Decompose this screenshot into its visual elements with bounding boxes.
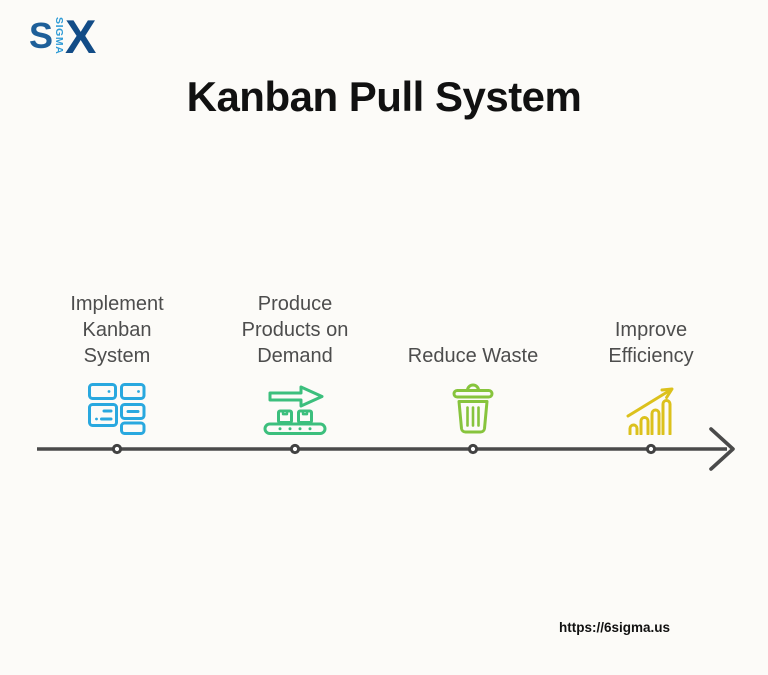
logo-sigma-vertical-text: SIGMA (53, 17, 66, 55)
timeline-step: Improve Efficiency (562, 285, 740, 435)
timeline-node (467, 443, 479, 455)
logo-letter-x: X (65, 9, 96, 63)
timeline-step: Implement Kanban System (28, 285, 206, 435)
timeline-node (111, 443, 123, 455)
timeline-step: Reduce Waste (384, 285, 562, 435)
timeline-axis (37, 427, 735, 471)
six-sigma-logo: S SIGMA X (29, 10, 96, 63)
step-label: Implement Kanban System (70, 293, 164, 367)
step-label: Improve Efficiency (608, 319, 694, 367)
step-label: Reduce Waste (407, 345, 539, 367)
conveyor-belt-icon (263, 377, 327, 435)
trash-can-icon (450, 377, 496, 435)
timeline-node (645, 443, 657, 455)
step-label: Produce Products on Demand (241, 293, 349, 367)
timeline-steps: Implement Kanban System Produce Products… (28, 285, 740, 435)
logo-letter-s: S (29, 15, 53, 56)
arrow-right-icon (709, 427, 735, 471)
kanban-board-icon (88, 377, 146, 435)
bar-chart-growth-icon (621, 377, 681, 435)
timeline-node (289, 443, 301, 455)
timeline-step: Produce Products on Demand (206, 285, 384, 435)
page-title: Kanban Pull System (186, 73, 582, 120)
website-url: https://6sigma.us (558, 620, 670, 635)
